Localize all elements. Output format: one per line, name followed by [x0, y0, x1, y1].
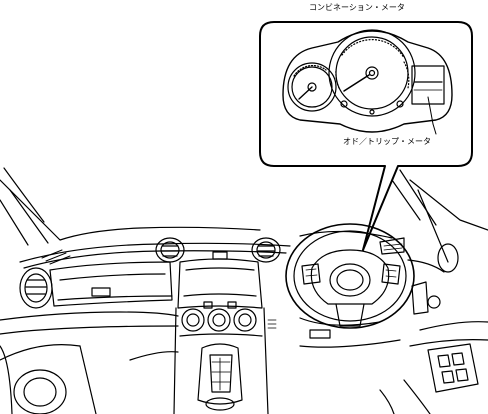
- combination-meter-label: コンビネーション・メータ: [309, 3, 405, 12]
- driver-side: [299, 230, 488, 414]
- dashboard: [0, 242, 291, 414]
- hazard-button: [212, 251, 228, 260]
- gear-shifter: [197, 343, 243, 411]
- steering-wheel: [285, 223, 415, 329]
- driver-side-vent: [379, 237, 405, 255]
- climate-control-knobs: [181, 301, 257, 332]
- speedometer-gauge: [328, 29, 416, 117]
- door-handle-panel: [411, 281, 429, 315]
- tachometer-gauge: [287, 62, 337, 112]
- instrument-cluster: [282, 29, 453, 135]
- window-switch-panel: [427, 343, 479, 393]
- callout-balloon: [259, 21, 473, 251]
- center-right-vent: [251, 237, 281, 263]
- odo-trip-meter-label: オド／トリップ・メータ: [343, 137, 431, 146]
- center-left-vent: [155, 237, 185, 263]
- odo-trip-display: [411, 65, 445, 105]
- center-stack: [155, 237, 281, 414]
- left-side-vent: [19, 267, 53, 309]
- windshield-frame: [0, 167, 488, 263]
- glovebox-latch: [91, 287, 111, 297]
